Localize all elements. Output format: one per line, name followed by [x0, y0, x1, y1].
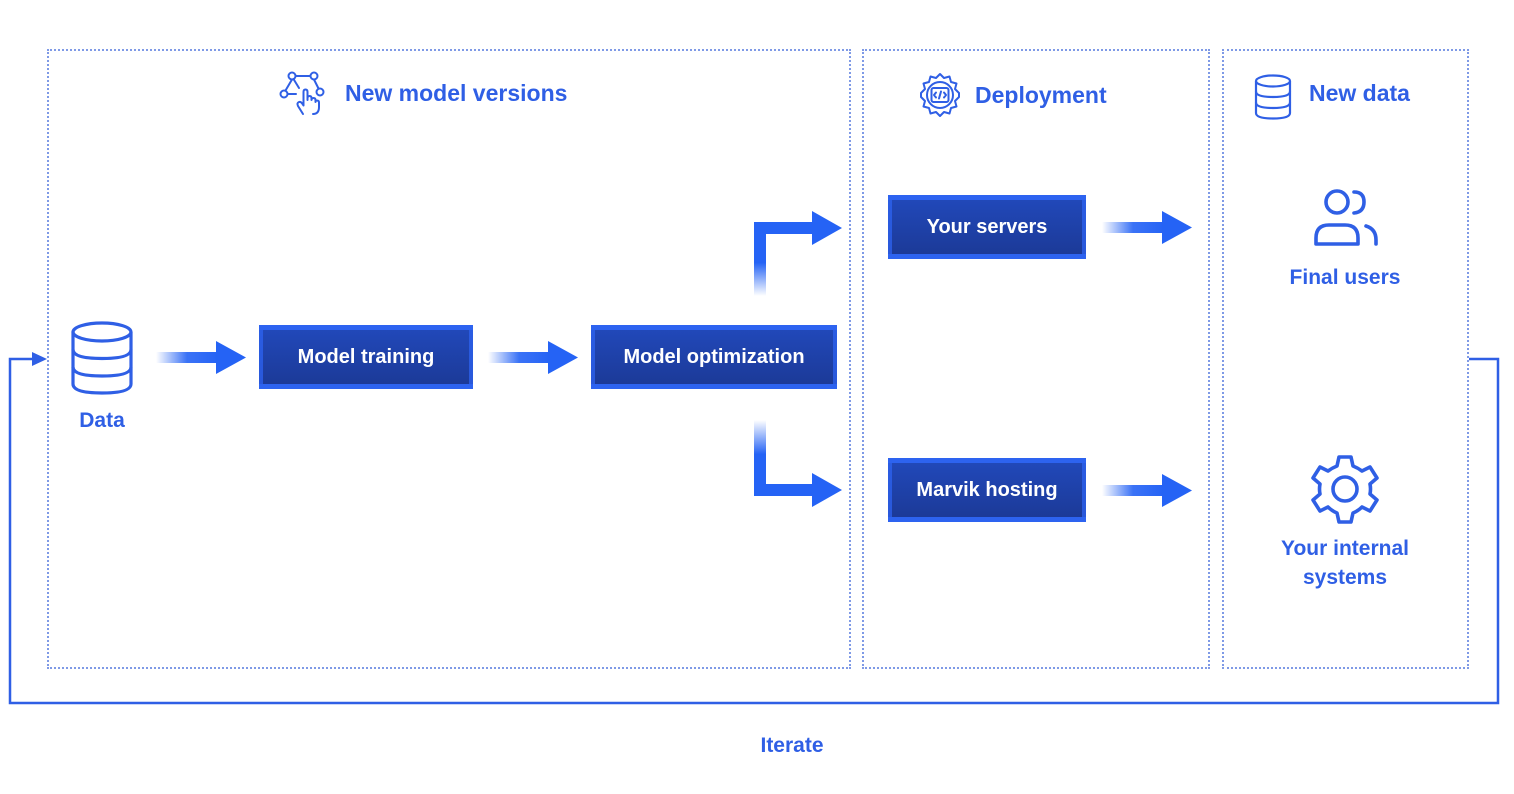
- data-label: Data: [79, 409, 125, 432]
- your-servers-box: Your servers: [888, 195, 1086, 259]
- arrow-data-to-training: [156, 341, 246, 374]
- arrow-hosting-to-internal-systems: [1102, 474, 1192, 507]
- iterate-label: Iterate: [760, 734, 824, 757]
- model-optimization-box: Model optimization: [591, 325, 837, 389]
- network-hand-icon: [279, 71, 325, 115]
- deployment-title: Deployment: [975, 82, 1107, 108]
- iterate-loop-arrowhead: [32, 352, 47, 366]
- new-data-panel: [1222, 49, 1469, 669]
- final-users-label: Final users: [1289, 266, 1401, 289]
- data-database-icon: [71, 321, 133, 395]
- marvik-hosting-box: Marvik hosting: [888, 458, 1086, 522]
- new-model-versions-panel: [47, 49, 851, 669]
- new-data-database-icon: [1254, 74, 1292, 120]
- iterate-loop: [8, 357, 1500, 705]
- arrow-optimization-to-servers: [754, 211, 842, 296]
- arrow-optimization-to-hosting: [754, 420, 842, 507]
- new-data-title: New data: [1309, 80, 1410, 106]
- code-gear-icon: [920, 73, 960, 117]
- new-model-versions-title: New model versions: [345, 80, 568, 106]
- gear-icon: [1311, 455, 1379, 524]
- arrow-servers-to-final-users: [1102, 211, 1192, 244]
- deployment-panel: [862, 49, 1210, 669]
- arrow-training-to-optimization: [488, 341, 578, 374]
- internal-systems-label: Your internal systems: [1281, 537, 1409, 589]
- users-icon: [1314, 189, 1378, 246]
- model-training-box: Model training: [259, 325, 473, 389]
